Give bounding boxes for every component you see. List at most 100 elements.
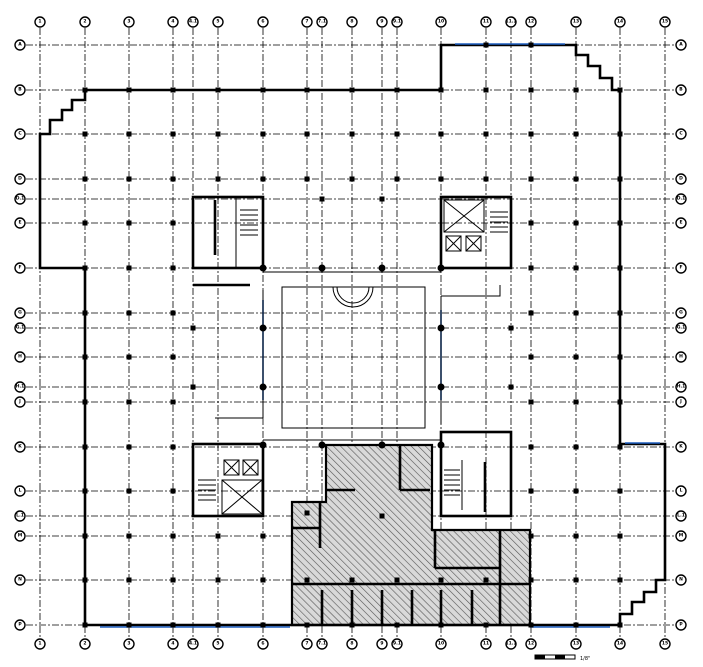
grid-label: B: [18, 87, 22, 93]
row-bubble-left: L.1: [14, 510, 26, 522]
grid-label: H.1: [16, 384, 25, 390]
core-northwest: [191, 195, 265, 287]
column-square: [349, 131, 355, 137]
grid-label: F: [18, 265, 21, 271]
column-square: [617, 622, 623, 628]
column-square: [394, 176, 400, 182]
grid-label: 13: [573, 641, 579, 647]
grid-label: N: [18, 577, 22, 583]
grid-label: 1: [38, 19, 41, 25]
column-square: [82, 577, 88, 583]
column-square: [304, 176, 310, 182]
grid-label: 4.1: [189, 19, 197, 25]
grid-label: J: [679, 399, 682, 405]
column-square: [528, 87, 534, 93]
grid-label: 5: [216, 19, 219, 25]
column-square: [126, 622, 132, 628]
grid-label: L.1: [16, 513, 24, 519]
grid-label: 3: [127, 641, 130, 647]
column-square: [82, 399, 88, 405]
column-square: [483, 176, 489, 182]
column-square: [438, 87, 444, 93]
column-square: [617, 176, 623, 182]
column-bubble-top: 13: [570, 16, 582, 28]
row-bubble-right: L.1: [675, 510, 687, 522]
grid-label: D: [679, 176, 683, 182]
column-square: [617, 399, 623, 405]
column-bubble-bottom: 7: [301, 638, 313, 650]
column-square: [573, 354, 579, 360]
grid-label: 13: [573, 19, 579, 25]
column-square: [617, 87, 623, 93]
column-square: [573, 265, 579, 271]
column-square: [483, 577, 489, 583]
row-bubble-left: K: [14, 441, 26, 453]
column-bubble-top: 12: [525, 16, 537, 28]
grid-label: 6: [261, 19, 264, 25]
column-square: [394, 577, 400, 583]
column-square: [170, 310, 176, 316]
grid-label: J: [18, 399, 21, 405]
column-square: [215, 176, 221, 182]
column-square: [528, 399, 534, 405]
column-square: [170, 354, 176, 360]
grid-label: 4: [171, 641, 174, 647]
column-square: [528, 444, 534, 450]
column-square: [379, 513, 385, 519]
row-bubble-left: G.1: [14, 322, 26, 334]
scale-bar: 1/8": [534, 654, 590, 662]
grid-label: G: [18, 310, 22, 316]
column-square: [170, 265, 176, 271]
row-bubble-left: H: [14, 351, 26, 363]
column-square: [617, 444, 623, 450]
column-bubble-top: 8: [346, 16, 358, 28]
column-square: [573, 444, 579, 450]
grid-label: 9: [380, 19, 383, 25]
column-square: [170, 533, 176, 539]
grid-label: G.1: [677, 325, 686, 331]
column-square: [190, 325, 196, 331]
column-square: [617, 577, 623, 583]
row-bubble-right: D: [675, 173, 687, 185]
column-square: [82, 265, 88, 271]
column-square: [170, 444, 176, 450]
column-square: [528, 533, 534, 539]
row-bubble-right: D.1: [675, 193, 687, 205]
grid-label: L: [19, 488, 22, 494]
column-bubble-bottom: 9: [376, 638, 388, 650]
column-square: [528, 354, 534, 360]
grid-label: 3: [127, 19, 130, 25]
column-square: [573, 220, 579, 226]
row-bubble-right: P: [675, 619, 687, 631]
row-bubble-right: B: [675, 84, 687, 96]
column-square: [215, 87, 221, 93]
column-bubble-top: 4: [167, 16, 179, 28]
column-square: [528, 176, 534, 182]
column-square: [573, 131, 579, 137]
row-bubble-right: J: [675, 396, 687, 408]
grid-label: N: [679, 577, 683, 583]
grid-label: H.1: [677, 384, 686, 390]
grid-label: K: [679, 444, 683, 450]
column-bubble-bottom: 3: [123, 638, 135, 650]
grid-label: M: [679, 533, 684, 539]
column-bubble-bottom: 7.1: [316, 638, 328, 650]
row-bubble-right: G.1: [675, 322, 687, 334]
scale-label: 1/8": [580, 656, 590, 662]
column-square: [573, 310, 579, 316]
column-square: [617, 354, 623, 360]
column-bubble-top: 15: [659, 16, 671, 28]
grid-label: L: [680, 488, 683, 494]
column-square: [170, 176, 176, 182]
column-square: [394, 622, 400, 628]
column-square: [508, 325, 514, 331]
column-square: [82, 176, 88, 182]
grid-label: C: [679, 131, 683, 137]
row-bubble-right: M: [675, 530, 687, 542]
column-square: [170, 87, 176, 93]
atrium-opening: [281, 286, 426, 429]
column-square: [82, 488, 88, 494]
column-square: [190, 384, 196, 390]
column-bubble-top: 11.1: [505, 16, 517, 28]
